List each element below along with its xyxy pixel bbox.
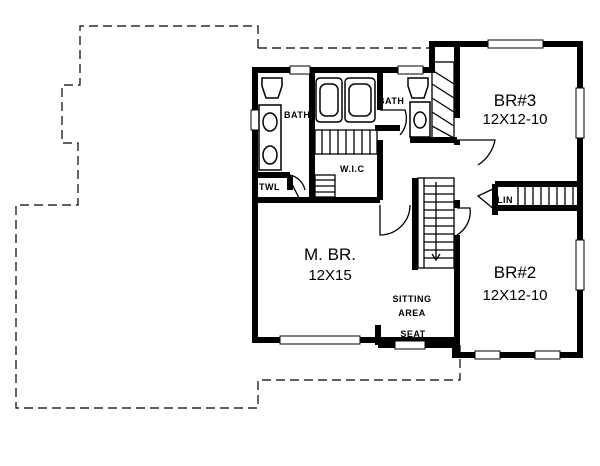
lower-floor-outline: [15, 25, 461, 409]
doors: [289, 109, 496, 236]
seat-label: SEAT: [400, 329, 425, 339]
br3-dims: 12X12-10: [482, 111, 547, 128]
sitting-area-label-line1: SITTING: [393, 294, 432, 304]
master-bedroom-name: M. BR.: [304, 245, 356, 264]
closet-wic: [314, 129, 378, 198]
master-bedroom-dims: 12X15: [308, 267, 351, 284]
bath-fixtures: [258, 77, 431, 171]
closet-br3: [431, 61, 455, 139]
linen-closet-label: LIN: [497, 195, 513, 205]
towel-closet-label: TWL: [259, 182, 280, 192]
br2-dims: 12X12-10: [482, 287, 547, 304]
bath-right-label: BATH: [378, 96, 404, 106]
sitting-area-label-line2: AREA: [398, 308, 426, 318]
windows: [250, 39, 585, 360]
br3-name: BR#3: [494, 91, 537, 110]
br2-name: BR#2: [494, 263, 537, 282]
bath-left-label: BATH: [284, 110, 310, 120]
stairs: [412, 177, 455, 270]
closet-br2: [517, 185, 579, 207]
wic-label: W.I.C: [340, 164, 365, 174]
interior-walls: [255, 44, 580, 355]
